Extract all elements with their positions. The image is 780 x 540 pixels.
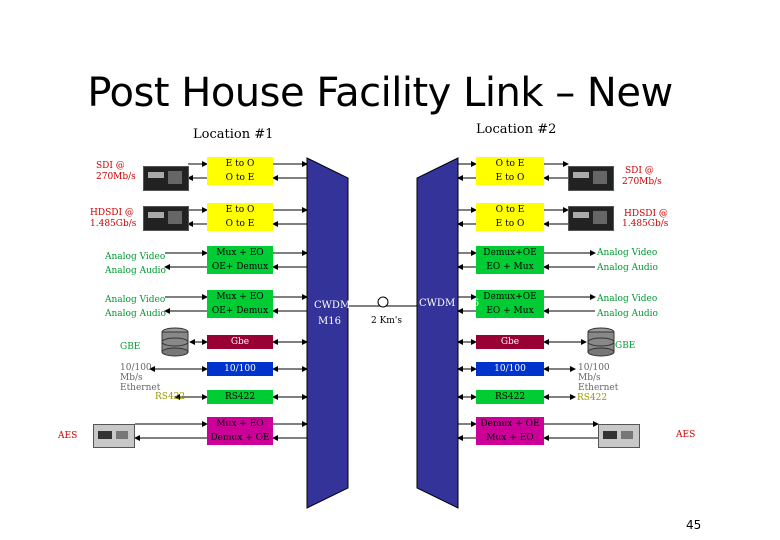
left-ethernet-label: 10/100 Mb/s Ethernet bbox=[120, 363, 161, 393]
right-sdi-rate: 270Mb/s bbox=[622, 177, 662, 187]
left-converter-box: RS422 bbox=[207, 390, 273, 404]
cwdm-demux-right bbox=[416, 157, 459, 509]
left-gbe-label: GBE bbox=[120, 342, 141, 352]
right-converter-box: E to O bbox=[476, 217, 544, 231]
left-hdsdi-label: HDSDI @ bbox=[90, 208, 134, 218]
right-analog-audio-2: Analog Audio bbox=[597, 309, 658, 319]
left-converter-box: Mux + EO bbox=[207, 417, 273, 431]
right-converter-box: RS422 bbox=[476, 390, 544, 404]
left-analog-audio-1: Analog Audio bbox=[105, 266, 166, 276]
left-converter-box: O to E bbox=[207, 217, 273, 231]
vtr-deck-hdsdi-right-icon bbox=[568, 206, 614, 231]
right-converter-box: Gbe bbox=[476, 335, 544, 349]
right-aes-label: AES bbox=[676, 430, 696, 440]
right-converter-box: Demux+OE bbox=[476, 246, 544, 260]
left-converter-box: OE+ Demux bbox=[207, 260, 273, 274]
right-sdi-label: SDI @ bbox=[625, 166, 654, 176]
left-rs422-label: RS422 bbox=[155, 392, 186, 402]
left-converter-box: OE+ Demux bbox=[207, 304, 273, 318]
left-analog-audio-2: Analog Audio bbox=[105, 309, 166, 319]
right-converter-box: O to E bbox=[476, 203, 544, 217]
right-converter-box: Mux + EO bbox=[476, 431, 544, 445]
vtr-deck-sdi-right-icon bbox=[568, 166, 614, 191]
cwdm-mux-left bbox=[306, 157, 349, 509]
fiber-spool-icon bbox=[377, 296, 389, 308]
right-rs422-label: RS422 bbox=[577, 393, 608, 403]
location-1-label: Location #1 bbox=[193, 127, 274, 142]
right-analog-audio-1: Analog Audio bbox=[597, 263, 658, 273]
right-converter-box: EO + Mux bbox=[476, 304, 544, 318]
vtr-deck-sdi-left-icon bbox=[143, 166, 189, 191]
vtr-deck-hdsdi-left-icon bbox=[143, 206, 189, 231]
left-converter-box: Mux + EO bbox=[207, 290, 273, 304]
left-sdi-rate: 270Mb/s bbox=[96, 172, 136, 182]
right-analog-video-2: Analog Video bbox=[597, 294, 658, 304]
right-converter-box: O to E bbox=[476, 157, 544, 171]
left-converter-box: Mux + EO bbox=[207, 246, 273, 260]
right-analog-video-1: Analog Video bbox=[597, 248, 658, 258]
right-hdsdi-label: HDSDI @ bbox=[624, 209, 668, 219]
fiber-distance-label: 2 Km's bbox=[371, 316, 402, 326]
left-sdi-label: SDI @ bbox=[96, 161, 125, 171]
storage-stack-left-icon bbox=[161, 327, 189, 357]
cwdm-mux-label: CWDM bbox=[314, 300, 351, 311]
storage-stack-right-icon bbox=[587, 327, 615, 357]
left-converter-box: E to O bbox=[207, 203, 273, 217]
aes-device-right-icon bbox=[598, 424, 640, 448]
right-converter-box: E to O bbox=[476, 171, 544, 185]
left-converter-box: Gbe bbox=[207, 335, 273, 349]
left-analog-video-2: Analog Video bbox=[105, 295, 166, 305]
left-converter-box: Demux + OE bbox=[207, 431, 273, 445]
location-2-label: Location #2 bbox=[476, 122, 557, 137]
right-ethernet-label: 10/100 Mb/s Ethernet bbox=[578, 363, 619, 393]
left-converter-box: 10/100 bbox=[207, 362, 273, 376]
right-converter-box: Demux + OE bbox=[476, 417, 544, 431]
left-aes-label: AES bbox=[58, 431, 78, 441]
left-converter-box: O to E bbox=[207, 171, 273, 185]
right-converter-box: 10/100 bbox=[476, 362, 544, 376]
aes-device-left-icon bbox=[93, 424, 135, 448]
cwdm-mux-model: M16 bbox=[318, 316, 341, 327]
right-hdsdi-rate: 1.485Gb/s bbox=[622, 219, 669, 229]
cwdm-demux-label: CWDM D16 bbox=[419, 298, 480, 309]
left-converter-box: E to O bbox=[207, 157, 273, 171]
right-converter-box: Demux+OE bbox=[476, 290, 544, 304]
right-gbe-label: GBE bbox=[615, 341, 636, 351]
page-title: Post House Facility Link – New bbox=[87, 70, 673, 116]
page-number: 45 bbox=[686, 518, 702, 532]
right-converter-box: EO + Mux bbox=[476, 260, 544, 274]
left-hdsdi-rate: 1.485Gb/s bbox=[90, 219, 137, 229]
left-analog-video-1: Analog Video bbox=[105, 252, 166, 262]
